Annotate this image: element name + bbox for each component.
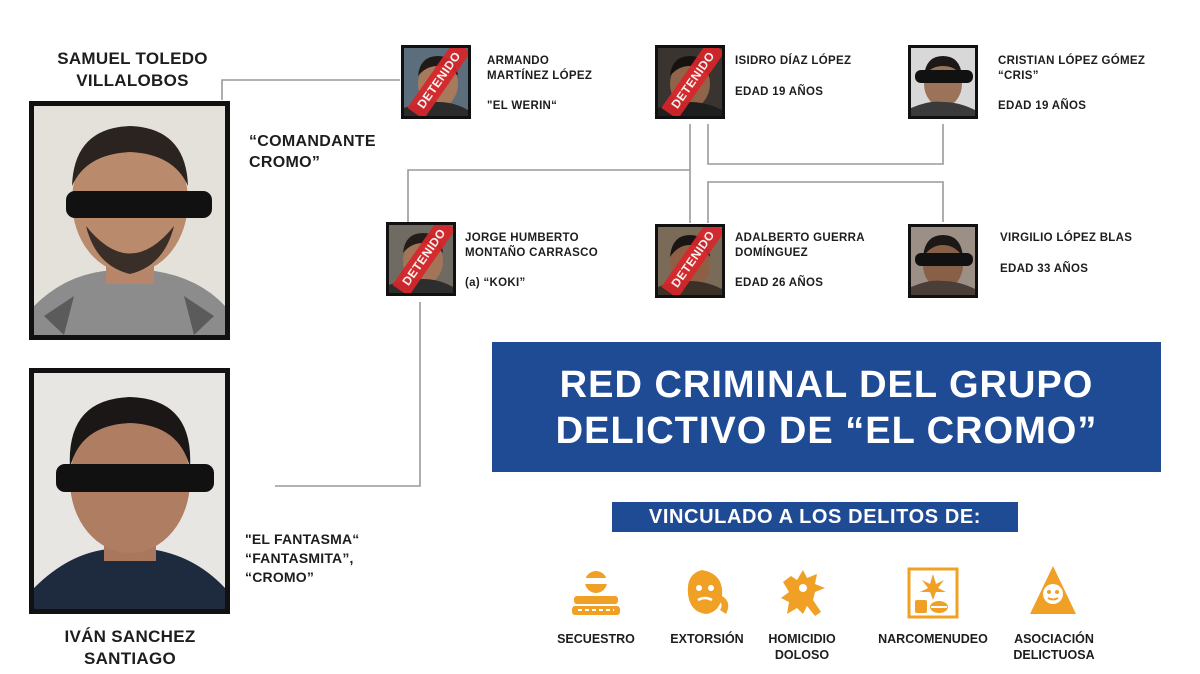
- main-figure-1-name: SAMUEL TOLEDO VILLALOBOS: [40, 48, 225, 92]
- member-name-armando: ARMANDO MARTÍNEZ LÓPEZ: [487, 54, 592, 84]
- title-line-1: RED CRIMINAL DEL GRUPO: [559, 364, 1094, 406]
- member-name-virgilio: VIRGILIO LÓPEZ BLAS: [1000, 232, 1133, 244]
- crime-label-extorsion: EXTORSIÓN: [652, 631, 762, 647]
- face-redaction-bar: [915, 70, 973, 83]
- member-detail-isidro: EDAD 19 AÑOS: [735, 86, 824, 98]
- crime-line: EXTORSIÓN: [670, 632, 744, 646]
- name-line: CRISTIAN LÓPEZ GÓMEZ: [998, 55, 1146, 67]
- alias-line: “CROMO”: [245, 569, 315, 585]
- member-photo-jorge: DETENIDO: [386, 222, 456, 296]
- member-name-isidro: ISIDRO DÍAZ LÓPEZ: [735, 55, 852, 67]
- member-photo-virgilio: [908, 224, 978, 298]
- member-detail-cristian: EDAD 19 AÑOS: [998, 100, 1087, 112]
- crime-line: DELICTUOSA: [1013, 648, 1095, 662]
- main-figure-2-name: IVÁN SANCHEZ SANTIAGO: [30, 626, 230, 670]
- name-line: DOMÍNGUEZ: [735, 247, 808, 259]
- member-detail-virgilio: EDAD 33 AÑOS: [1000, 263, 1089, 275]
- crime-label-narcomenudeo: NARCOMENUDEO: [878, 631, 988, 647]
- member-name-adalberto: ADALBERTO GUERRA DOMÍNGUEZ: [735, 231, 865, 261]
- name-line: MONTAÑO CARRASCO: [465, 247, 598, 259]
- name-line: JORGE HUMBERTO: [465, 232, 579, 244]
- name-line: ARMANDO: [487, 55, 550, 67]
- alias-line: “COMANDANTE: [249, 133, 376, 150]
- alias-line: CROMO”: [249, 154, 321, 171]
- main-figure-1-alias: “COMANDANTE CROMO”: [249, 131, 376, 173]
- main-figure-2-alias: "EL FANTASMA“ “FANTASMITA”, “CROMO”: [245, 530, 360, 587]
- homicide-icon: [781, 570, 825, 616]
- kidnapping-icon: [572, 571, 620, 615]
- crime-label-homicidio: HOMICIDIO DOLOSO: [747, 631, 857, 663]
- member-photo-isidro: DETENIDO: [655, 45, 725, 119]
- main-figure-2-photo: [29, 368, 230, 614]
- member-detail-armando: "EL WERIN“: [487, 100, 558, 112]
- crime-line: DOLOSO: [774, 648, 830, 662]
- drugs-icon: [907, 567, 959, 619]
- name-line: MARTÍNEZ LÓPEZ: [487, 70, 593, 82]
- association-icon: [1030, 566, 1076, 614]
- alias-line: “FANTASMITA”,: [245, 550, 354, 566]
- member-name-jorge: JORGE HUMBERTO MONTAÑO CARRASCO: [465, 231, 598, 261]
- member-photo-cristian: [908, 45, 978, 119]
- face-redaction-bar: [915, 253, 973, 266]
- title-banner: RED CRIMINAL DEL GRUPO DELICTIVO DE “EL …: [492, 342, 1161, 472]
- alias-line: "EL FANTASMA“: [245, 531, 360, 547]
- crime-line: NARCOMENUDEO: [878, 632, 988, 646]
- name-line: IVÁN SANCHEZ: [64, 627, 196, 646]
- person-portrait-icon: [34, 106, 225, 335]
- member-detail-adalberto: EDAD 26 AÑOS: [735, 277, 824, 289]
- name-line: SAMUEL TOLEDO: [57, 49, 208, 68]
- name-line: ADALBERTO GUERRA: [735, 232, 865, 244]
- crime-line: HOMICIDIO: [768, 632, 836, 646]
- crime-line: SECUESTRO: [557, 632, 635, 646]
- main-figure-1-photo: [29, 101, 230, 340]
- name-line: SANTIAGO: [83, 649, 177, 668]
- crime-label-secuestro: SECUESTRO: [541, 631, 651, 647]
- face-redaction-bar: [66, 191, 212, 218]
- name-line: “CRIS”: [998, 70, 1039, 82]
- crime-line: ASOCIACIÓN: [1014, 632, 1094, 646]
- crimes-subtitle: VINCULADO A LOS DELITOS DE:: [612, 502, 1018, 532]
- member-photo-armando: DETENIDO: [401, 45, 471, 119]
- name-line: VILLALOBOS: [76, 71, 189, 90]
- face-redaction-bar: [56, 464, 214, 492]
- extortion-icon: [687, 570, 729, 614]
- member-detail-jorge: (a) “KOKI”: [465, 277, 526, 289]
- title-line-2: DELICTIVO DE “EL CROMO”: [555, 410, 1098, 452]
- crime-label-asociacion: ASOCIACIÓN DELICTUOSA: [999, 631, 1109, 663]
- member-photo-adalberto: DETENIDO: [655, 224, 725, 298]
- member-name-cristian: CRISTIAN LÓPEZ GÓMEZ “CRIS”: [998, 54, 1145, 84]
